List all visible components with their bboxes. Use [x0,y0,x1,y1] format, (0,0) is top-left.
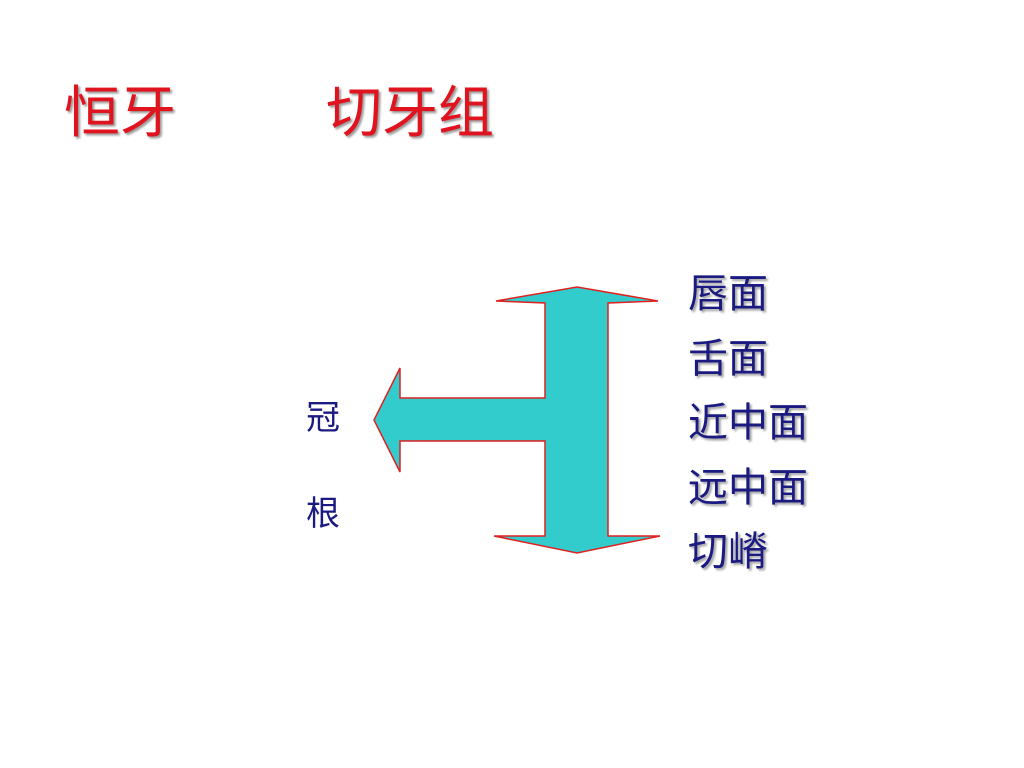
page-title-permanent-teeth: 恒牙 [64,81,176,146]
surface-item-labial: 唇面 [688,271,768,317]
branching-arrow [373,286,661,554]
surface-item-incisal-ridge: 切嵴 [688,529,768,575]
surface-list: 唇面 舌面 近中面 远中面 切嵴 [688,262,808,585]
label-root: 根 [306,494,340,534]
page-title-incisor-group: 切牙组 [326,81,494,146]
label-crown: 冠 [306,398,340,438]
surface-item-distal: 远中面 [688,464,808,511]
surface-item-mesial: 近中面 [688,400,808,446]
surface-item-lingual: 舌面 [688,335,768,382]
